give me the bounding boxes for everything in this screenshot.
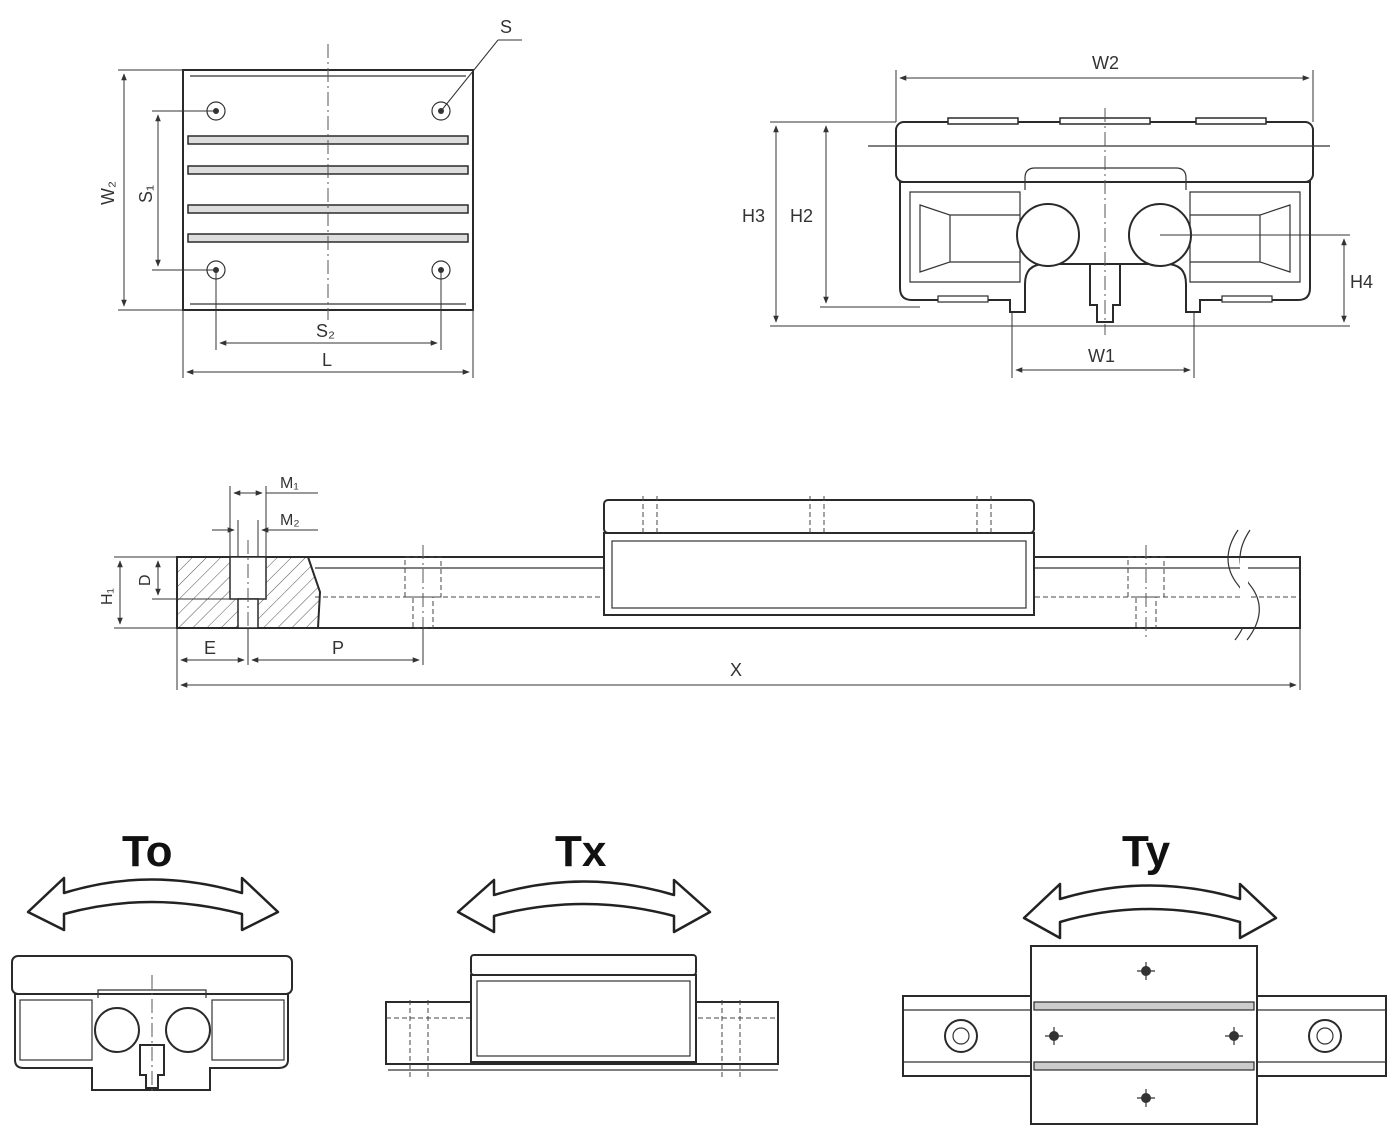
- label-h2: H2: [790, 206, 813, 226]
- moment-label-to: To: [122, 827, 173, 876]
- label-d: D: [137, 574, 154, 586]
- rotation-arrow-icon: [456, 878, 712, 934]
- label-l: L: [322, 350, 332, 370]
- rail-side-view: M₁ M₂ D H₁ E P X: [99, 475, 1301, 690]
- carriage-holes: [642, 496, 992, 535]
- rotation-arrow-icon: [26, 876, 280, 932]
- label-w2: W₂: [98, 181, 118, 205]
- moment-ty: Ty: [902, 827, 1387, 1125]
- label-h3: H3: [742, 206, 765, 226]
- label-w2-end: W2: [1092, 53, 1119, 73]
- label-s: S: [500, 17, 512, 37]
- ball-left: [1016, 203, 1080, 267]
- moment-label-ty: Ty: [1122, 827, 1171, 876]
- label-s2: S₂: [316, 321, 335, 341]
- label-e: E: [204, 638, 216, 658]
- carriage-block: [603, 532, 1035, 616]
- label-s1: S₁: [136, 185, 156, 203]
- top-view: S W₂ S₁ S₂ L: [98, 17, 522, 378]
- label-h4: H4: [1350, 272, 1373, 292]
- label-m1: M₁: [280, 475, 299, 492]
- moment-tx: Tx: [385, 827, 779, 1080]
- moment-label-tx: Tx: [555, 827, 607, 876]
- end-view: W2 H3 H2 H4 W1: [742, 53, 1373, 378]
- label-p: P: [332, 638, 344, 658]
- moment-to: To: [11, 827, 293, 1095]
- carriage-top: [603, 499, 1035, 534]
- label-x: X: [730, 660, 742, 680]
- label-m2: M₂: [280, 512, 300, 529]
- rail-bolt: [1089, 263, 1121, 323]
- label-h1: H₁: [99, 588, 116, 605]
- rotation-arrow-icon: [1022, 882, 1278, 940]
- label-w1: W1: [1088, 346, 1115, 366]
